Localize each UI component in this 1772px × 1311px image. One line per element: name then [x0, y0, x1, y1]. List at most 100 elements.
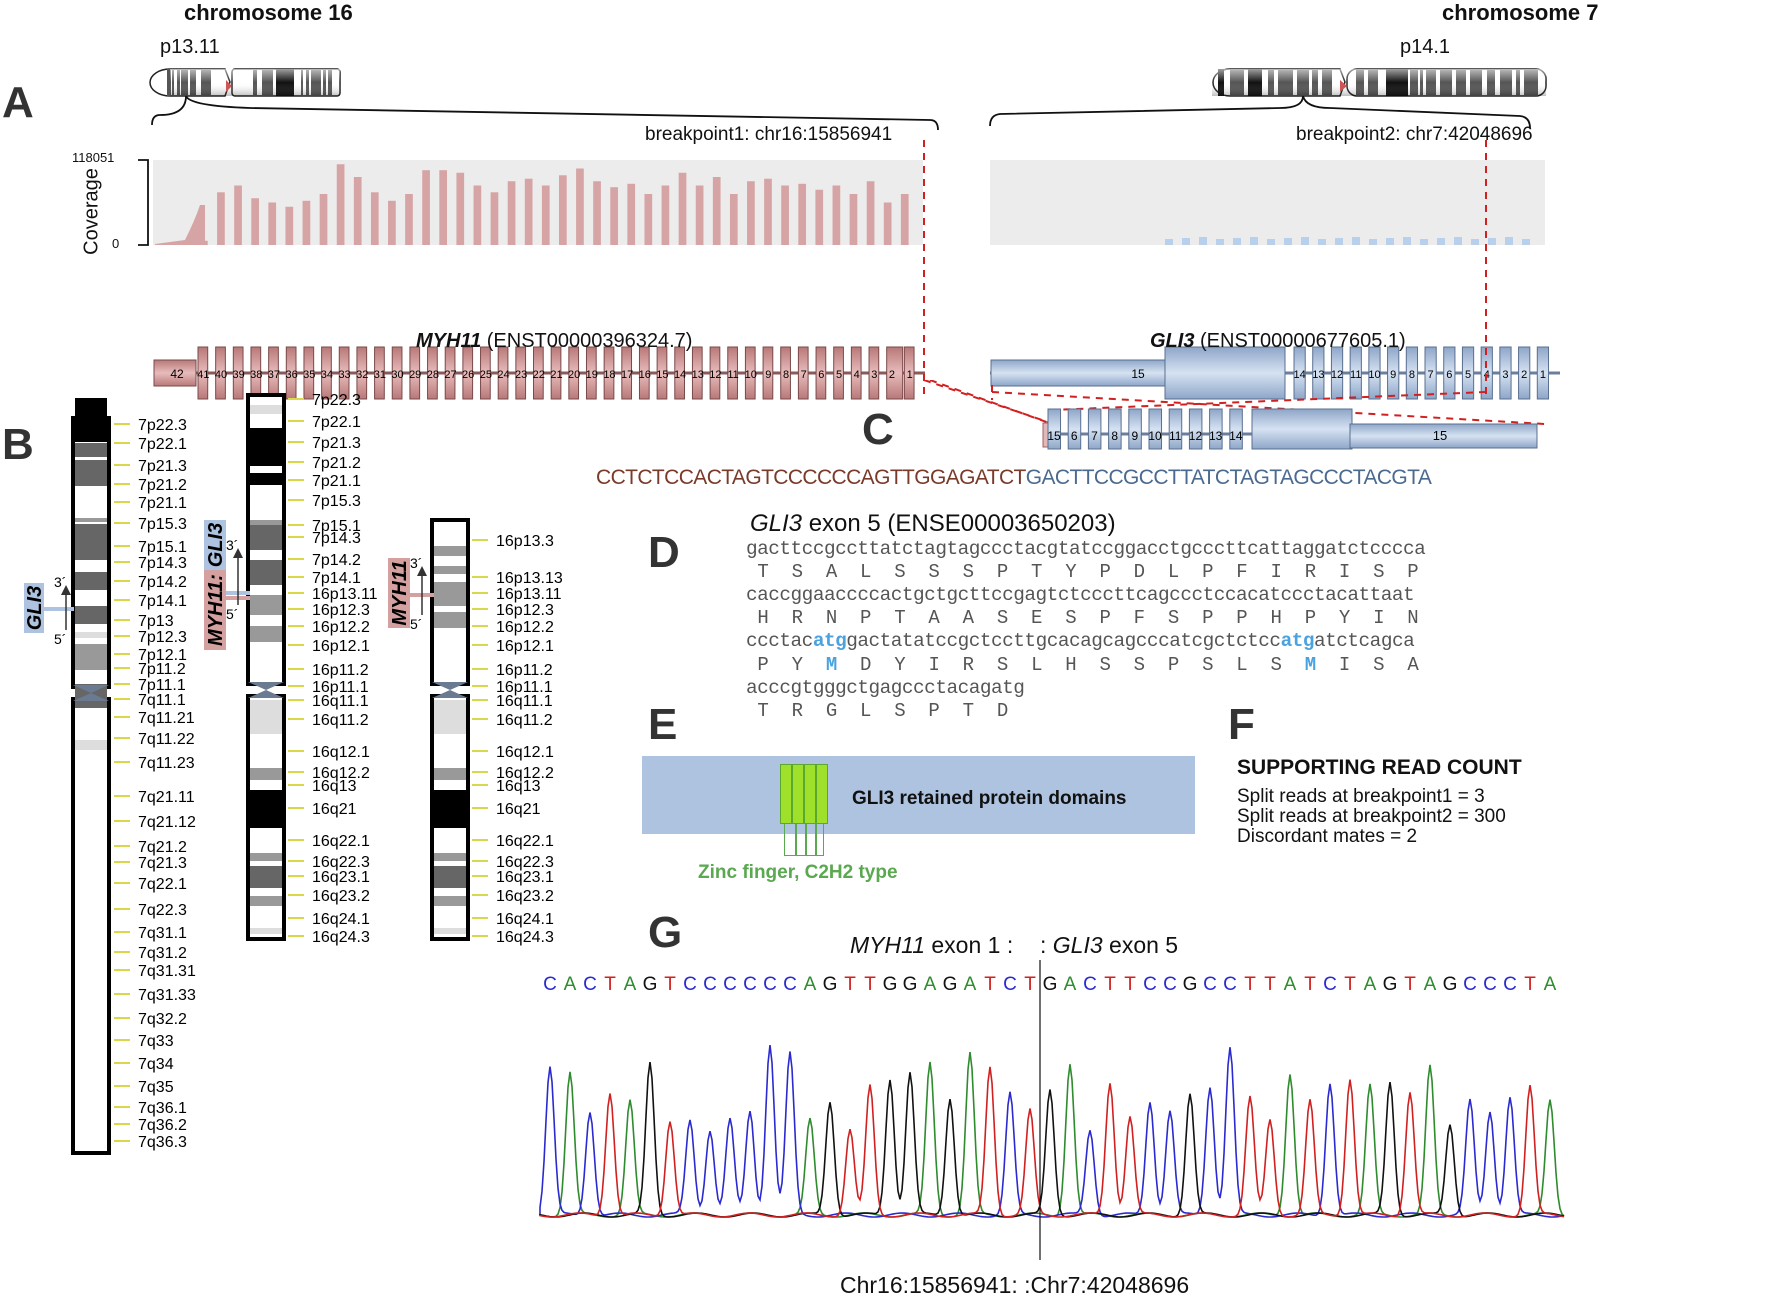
band-tick — [114, 423, 130, 425]
chr7-band-label: 7p14.2 — [138, 574, 187, 591]
chr16-band-label: 16p12.2 — [496, 619, 554, 636]
gli3-locus-line — [44, 607, 74, 611]
amino-acid-segment: T S A L S S S P T Y P D L P F I R I S P — [746, 561, 1419, 583]
base-call: A — [564, 974, 577, 995]
chr16-band-label: p13.11 — [160, 36, 220, 58]
band-tick — [114, 464, 130, 466]
base-call: G — [943, 974, 958, 995]
gli3-exon — [1518, 346, 1531, 400]
band-tick — [288, 441, 304, 443]
coverage-bar — [1165, 239, 1173, 245]
myh11-exon — [656, 346, 668, 400]
fusion-band-label: 16q23.2 — [312, 888, 370, 905]
gli3-exon-label: 7 — [1428, 369, 1434, 381]
base-call: C — [763, 974, 777, 995]
base-call: A — [624, 974, 637, 995]
band-tick — [472, 539, 488, 541]
coverage-bar — [336, 164, 345, 245]
chr7-band-label: 7q36.3 — [138, 1134, 187, 1151]
zinc-finger-blocks — [780, 764, 828, 824]
panel-letter-g: G — [648, 908, 683, 957]
myh11-exon — [621, 346, 633, 400]
coverage-bar — [781, 185, 789, 245]
band-tick — [288, 771, 304, 773]
band-tick — [288, 479, 304, 481]
myh11-exon-label: 15 — [656, 369, 668, 381]
base-call: C — [1323, 974, 1337, 995]
panel-letter-c: C — [862, 405, 894, 454]
nucleotide-segment: atctcagca — [1314, 630, 1415, 652]
myh11-exon — [674, 346, 685, 400]
panel-letter-e: E — [648, 700, 678, 749]
base-call: A — [1364, 974, 1377, 995]
fusion-band-label: 16q22.3 — [312, 854, 370, 871]
coverage-bar — [883, 202, 892, 245]
band-tick — [472, 625, 488, 627]
panel-b-ideograms: 7p22.37p22.17p21.37p21.27p21.17p15.37p15… — [24, 392, 563, 1155]
base-call: T — [1524, 974, 1536, 995]
band-tick — [114, 931, 130, 933]
band-tick — [288, 398, 304, 400]
gli3-tag-box — [24, 583, 44, 633]
three-prime-label: 3´ — [410, 555, 422, 571]
gli3-orientation-arrow-head — [61, 585, 71, 595]
myh11-gene-title: MYH11 (ENST00000396324.7) — [416, 330, 692, 353]
myh11-exon — [833, 346, 844, 400]
myh11-exon — [374, 346, 385, 400]
fusion-tag-myh11-box — [204, 570, 226, 650]
band-tick — [114, 442, 130, 444]
chr16-band-label: 16q12.2 — [496, 765, 554, 782]
gli3-exon — [1424, 346, 1437, 400]
band-tick — [114, 545, 130, 547]
chromosome-7-title: chromosome 7 — [1442, 0, 1599, 25]
three-prime-label: 3´ — [54, 574, 66, 590]
chr7-band-label: 7p12.1 — [138, 647, 187, 664]
chr7-band-label: 7q11.23 — [138, 755, 195, 772]
myh11-exon-label: 9 — [765, 369, 771, 381]
chromatogram-title-left: MYH11 exon 1 : — [850, 932, 1013, 959]
myh11-exon-label: 25 — [480, 369, 492, 381]
base-call: C — [1483, 974, 1497, 995]
coverage-bar — [405, 194, 413, 245]
fusion-band-label: 16q11.2 — [312, 712, 369, 729]
band-tick — [472, 592, 488, 594]
panel-letter-d: D — [648, 528, 680, 577]
chr7-ideogram — [1212, 68, 1547, 97]
band-tick — [472, 668, 488, 670]
base-call: C — [1003, 974, 1017, 995]
base-call: C — [543, 974, 557, 995]
fusion-orientation-arrow-head — [233, 548, 243, 558]
band-tick — [288, 592, 304, 594]
myh11-exon — [638, 346, 650, 400]
fusion-tag-gli3: GLI3 — [205, 523, 227, 567]
gli3-exon — [1536, 346, 1550, 400]
exon5-title-rest: exon 5 (ENSE00003650203) — [802, 510, 1116, 537]
fusion-exon-label: 10 — [1148, 429, 1162, 443]
band-tick — [288, 461, 304, 463]
base-call: C — [1503, 974, 1517, 995]
chr16-band-label: 16p11.1 — [496, 679, 553, 696]
myh11-transcript-id: (ENST00000396324.7) — [481, 330, 693, 352]
myh11-exon-label: 4 — [854, 369, 860, 381]
myh11-exon-label: 12 — [709, 369, 721, 381]
base-call: G — [643, 974, 658, 995]
coverage-bar — [319, 194, 328, 245]
myh11-exon — [797, 346, 809, 400]
chr7-band-label: 7q36.1 — [138, 1100, 187, 1117]
fusion-exon — [1148, 408, 1163, 450]
fusion-band-label: 16q24.1 — [312, 911, 370, 928]
fusion-exon-label: 14 — [1229, 429, 1243, 443]
base-call: A — [804, 974, 817, 995]
coverage-bar — [524, 178, 533, 245]
chr16-band-label: 16q21 — [496, 801, 541, 818]
nucleotide-segment: acccgtgggctgagccctacagatg — [746, 677, 1025, 699]
fusion-exon — [1047, 408, 1062, 450]
base-call: T — [604, 974, 616, 995]
band-tick — [472, 685, 488, 687]
coverage-bar — [1386, 238, 1394, 245]
nucleotide-segment: gactatatccgctccttgcacagcagcccatcgctctcc — [846, 630, 1281, 652]
chromatogram-title-right-rest: exon 5 — [1102, 932, 1179, 958]
chr7-band-label: 7q35 — [138, 1079, 174, 1096]
base-call: C — [1223, 974, 1237, 995]
band-tick — [472, 839, 488, 841]
